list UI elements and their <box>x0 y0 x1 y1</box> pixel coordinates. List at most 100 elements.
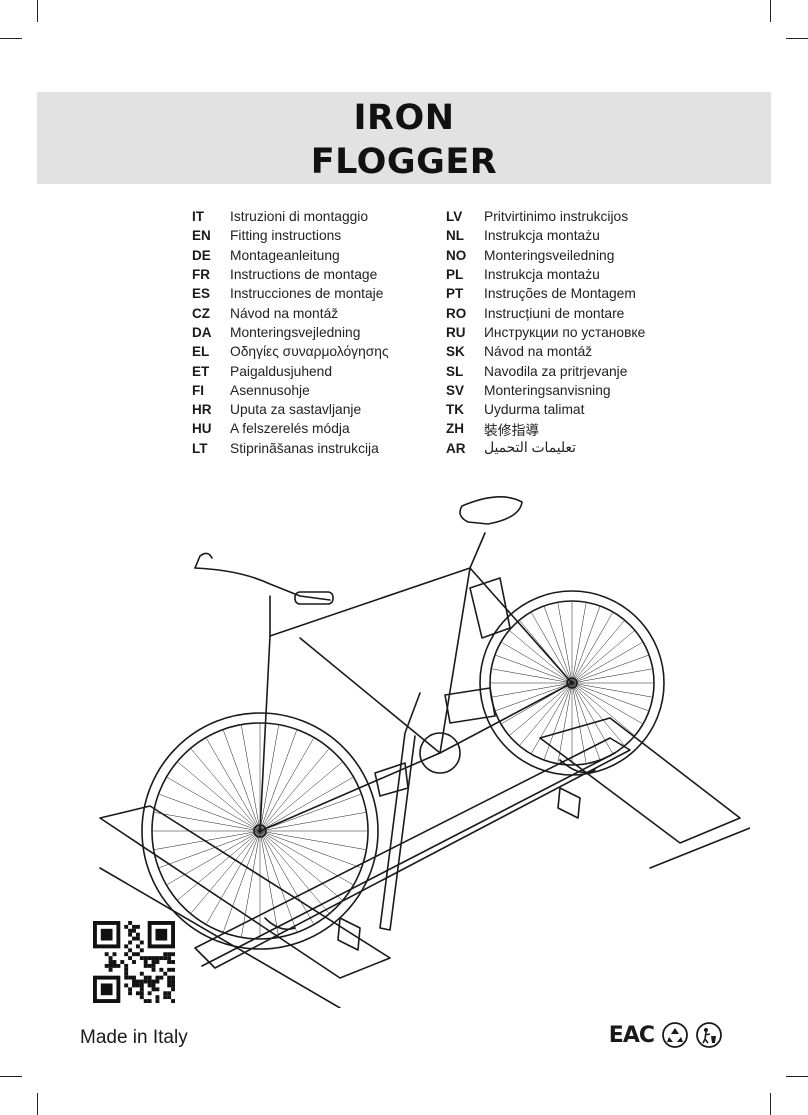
language-code: IT <box>192 209 204 225</box>
language-row: FI Asennusohje <box>192 381 389 400</box>
language-instruction-title: Asennusohje <box>230 382 310 398</box>
spoke <box>571 682 635 736</box>
spoke <box>154 830 261 850</box>
language-instruction-title: A felszerelés módja <box>230 421 350 437</box>
language-row: HU A felszerelés módja <box>192 419 389 438</box>
spoke <box>167 777 261 832</box>
tidy-man-icon <box>696 1022 722 1048</box>
spokes-front <box>491 602 653 764</box>
language-instruction-title: Fitting instructions <box>230 228 342 244</box>
language-row: LV Pritvirtinimo instrukcijos <box>446 207 645 226</box>
language-code: FI <box>192 382 204 398</box>
spoke <box>571 682 652 698</box>
spoke <box>154 812 261 832</box>
spoke <box>159 830 261 868</box>
bike-on-roof-rack-illustration <box>99 496 750 1008</box>
spoke <box>259 830 314 924</box>
spoke <box>259 730 297 832</box>
spoke <box>492 668 573 684</box>
spoke <box>259 830 279 937</box>
language-instruction-title: Instruções de Montagem <box>484 286 636 302</box>
language-instruction-title: 裝修指導 <box>484 422 540 438</box>
spoke <box>167 830 261 885</box>
language-code: LV <box>446 209 463 225</box>
language-instruction-title: Paigaldusjuhend <box>230 363 333 379</box>
spoke <box>571 642 643 684</box>
language-instruction-title: Pritvirtinimo instrukcijos <box>484 209 629 225</box>
language-row: NL Instrukcja montażu <box>446 226 645 245</box>
certification-marks: EAC <box>609 1022 724 1048</box>
language-code: ZH <box>446 421 464 437</box>
eac-mark: EAC <box>608 1022 655 1048</box>
spokes-rear <box>153 724 367 938</box>
language-instruction-title: Instrukcja montażu <box>484 228 600 244</box>
spoke <box>571 603 587 684</box>
language-instruction-title: Návod na montáž <box>484 344 593 360</box>
spoke <box>259 830 353 885</box>
bike-frame <box>259 567 573 832</box>
spoke <box>571 630 635 684</box>
spoke <box>509 682 573 736</box>
spoke <box>259 762 343 832</box>
spoke <box>571 612 613 684</box>
language-instruction-title: Stiprinãšanas instrukcija <box>230 440 379 456</box>
language-instruction-title: Uputa za sastavljanje <box>230 402 362 418</box>
language-code: NO <box>446 247 467 263</box>
language-code: FR <box>192 267 210 283</box>
spoke <box>223 730 261 832</box>
carrier-arm <box>379 692 421 931</box>
product-title-line2: FLOGGER <box>310 142 498 182</box>
spoke <box>259 830 343 900</box>
language-code: HU <box>192 421 212 437</box>
crop-mark-top-right-v <box>770 0 771 22</box>
crop-mark-bottom-right-h <box>786 1076 808 1077</box>
spoke <box>544 682 573 760</box>
spoke <box>259 830 297 932</box>
carrier-rail <box>194 737 631 969</box>
spoke <box>259 738 314 832</box>
spoke <box>259 830 329 914</box>
language-instruction-title: Montageanleitung <box>230 247 340 263</box>
language-code: NL <box>446 228 464 244</box>
spoke <box>501 642 573 684</box>
roof-bar-rear <box>539 717 741 844</box>
spoke <box>259 830 361 868</box>
bike-saddle <box>459 496 523 525</box>
spoke <box>223 830 261 932</box>
spoke <box>571 682 625 746</box>
language-code: PL <box>446 267 464 283</box>
spoke <box>557 682 573 763</box>
spoke <box>557 603 573 684</box>
crop-mark-bottom-left-h <box>0 1076 22 1077</box>
language-row: IT Istruzioni di montaggio <box>192 207 389 226</box>
spoke <box>177 762 261 832</box>
language-instruction-title: Monteringsanvisning <box>484 382 611 398</box>
spoke <box>259 725 279 832</box>
spoke <box>571 668 652 684</box>
language-code: DE <box>192 247 211 263</box>
spoke <box>571 682 587 763</box>
language-code: SL <box>446 363 464 379</box>
language-row: SK Návod na montáž <box>446 342 645 361</box>
spoke <box>159 794 261 832</box>
language-instruction-title: Istruzioni di montaggio <box>230 209 369 225</box>
bike-pedal <box>444 687 496 724</box>
spoke <box>519 682 573 746</box>
language-code: CZ <box>192 305 210 321</box>
qr-code-icon <box>93 921 175 1003</box>
language-code: SK <box>446 344 465 360</box>
